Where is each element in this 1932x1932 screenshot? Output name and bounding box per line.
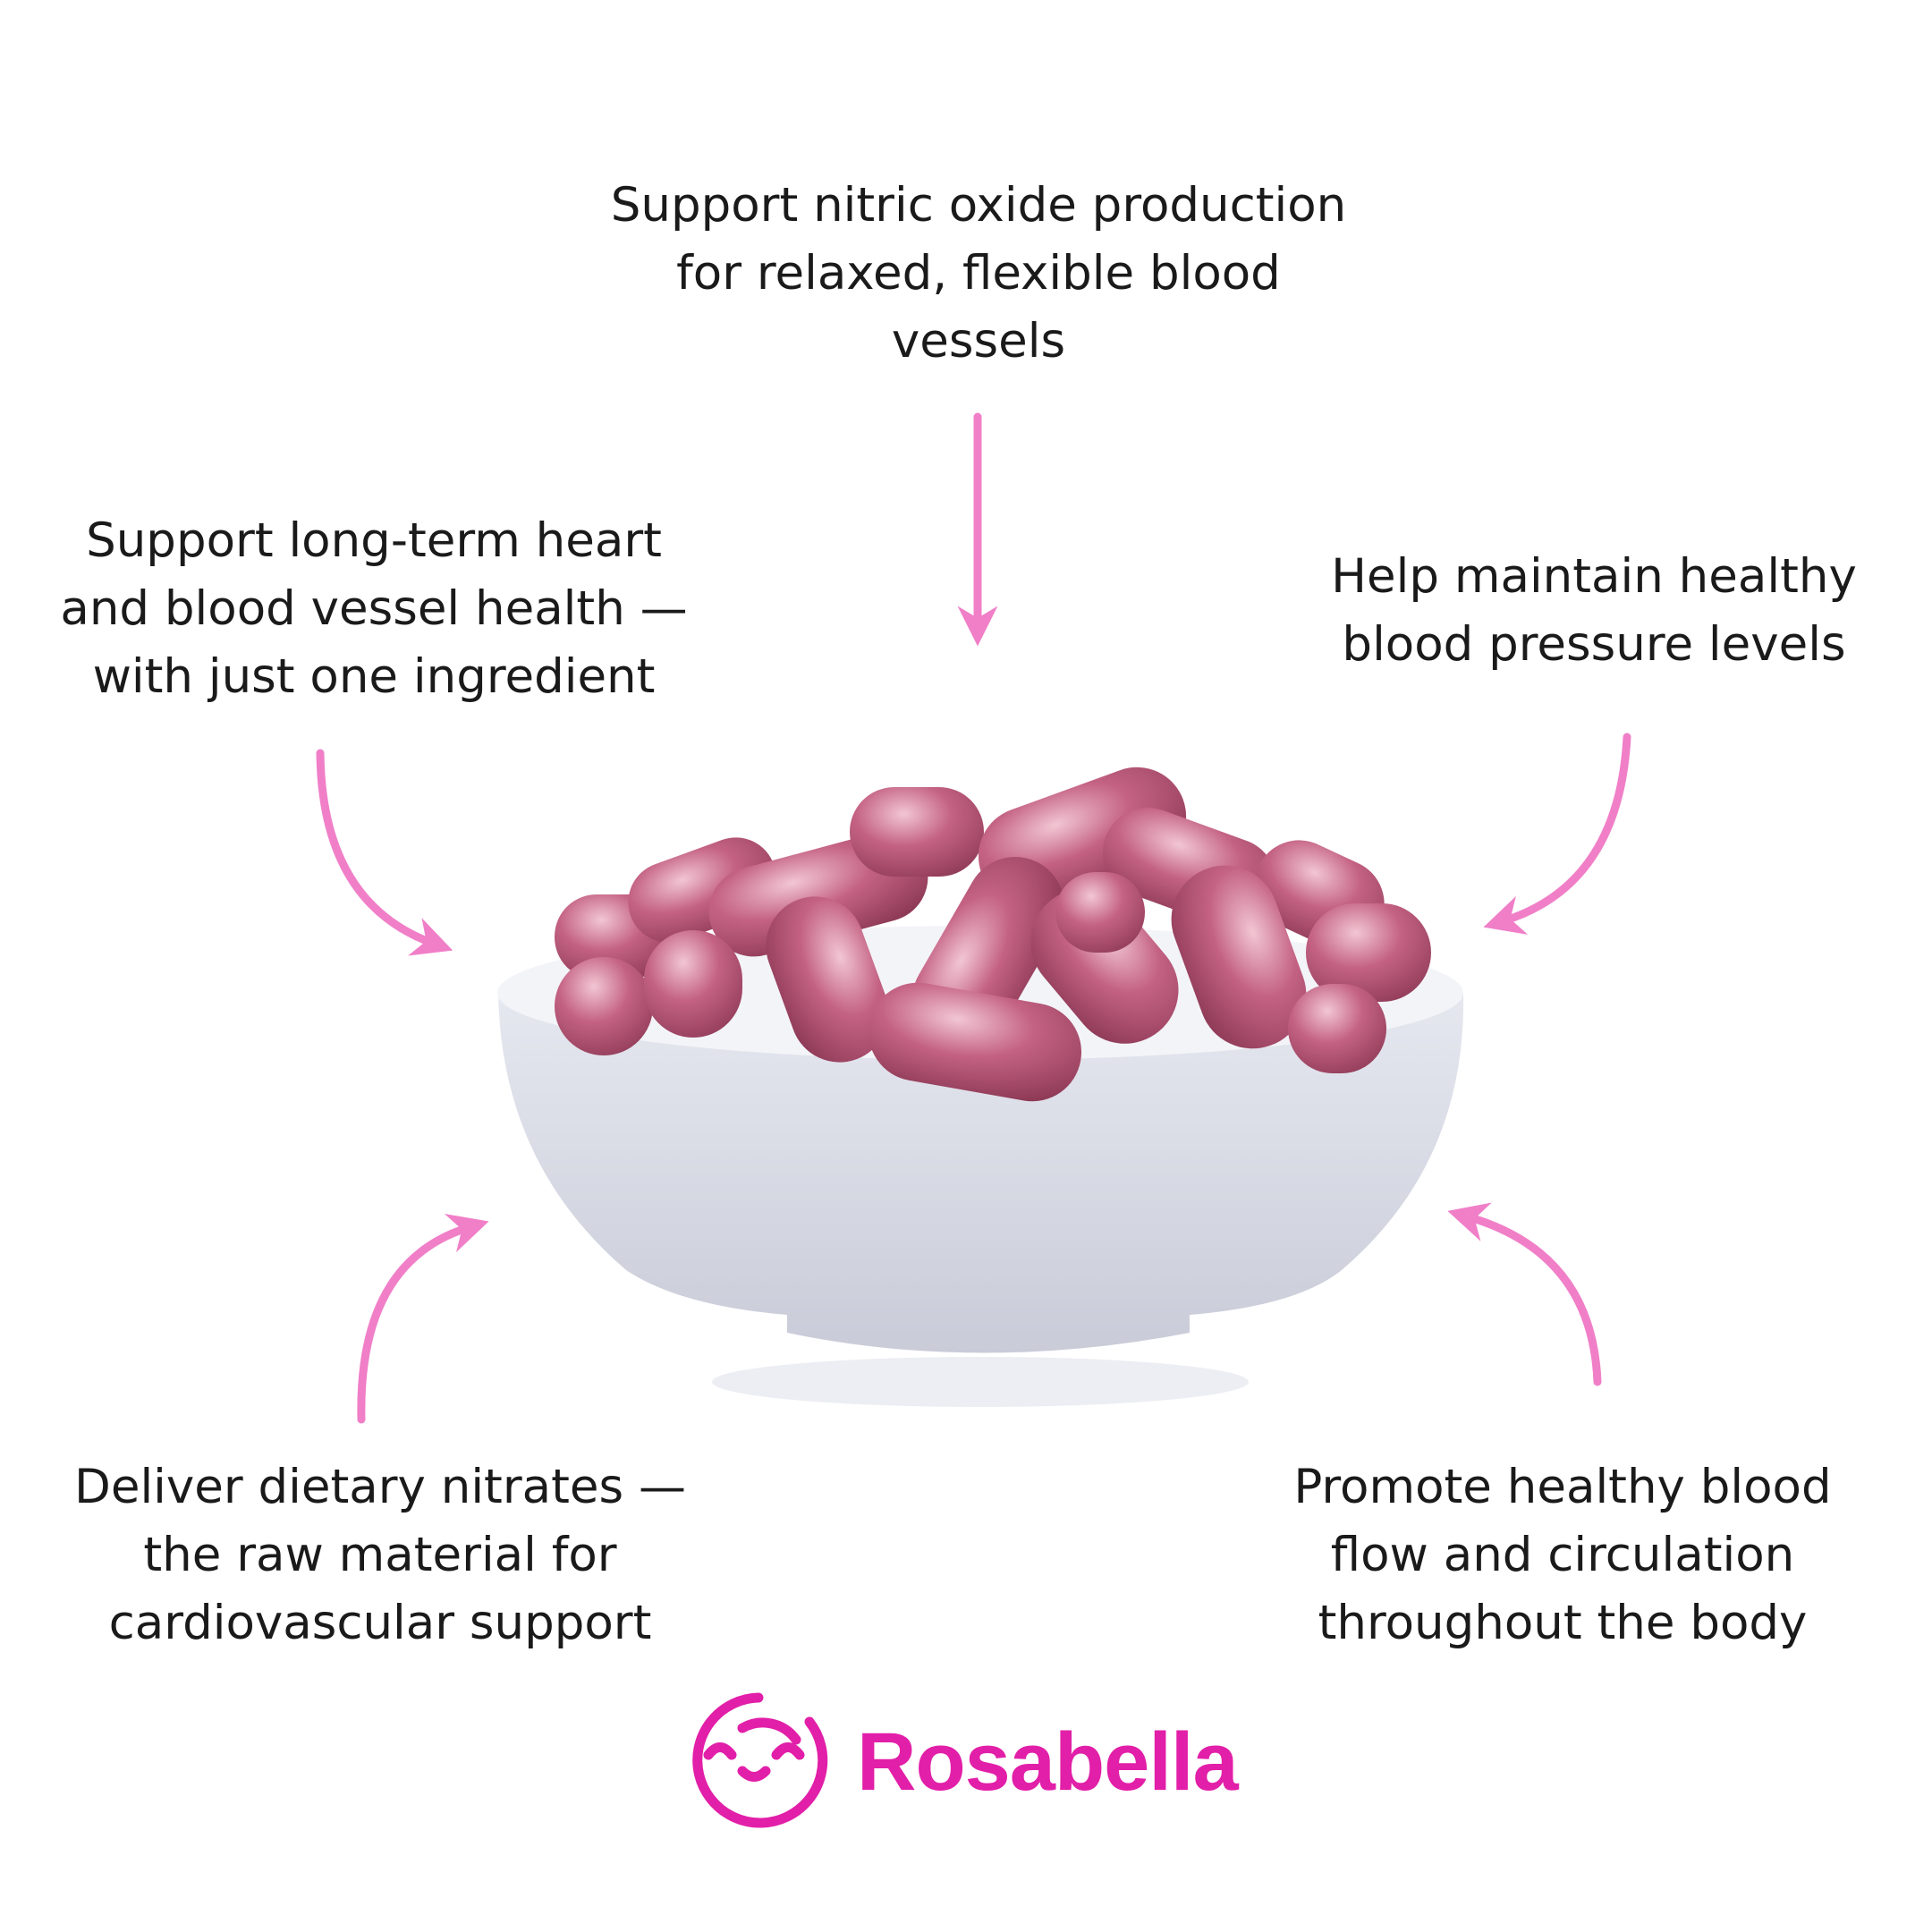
arrow-bottom-left xyxy=(357,1214,489,1424)
benefit-line: the raw material for xyxy=(143,1528,617,1582)
benefit-line: flow and circulation xyxy=(1330,1528,1795,1582)
benefit-line: Deliver dietary nitrates — xyxy=(74,1460,686,1514)
benefit-line: and blood vessel health — xyxy=(60,581,688,636)
benefit-line: with just one ingredient xyxy=(92,649,656,704)
benefit-line: for relaxed, flexible blood xyxy=(676,246,1281,301)
benefit-line: vessels xyxy=(891,314,1066,369)
benefit-top-left: Support long-term heart and blood vessel… xyxy=(60,507,687,711)
capsules xyxy=(555,767,1431,1102)
benefit-line: blood pressure levels xyxy=(1342,617,1846,672)
capsule-bowl xyxy=(497,767,1464,1407)
benefit-line: Support nitric oxide production xyxy=(610,178,1347,233)
benefit-bottom-left: Deliver dietary nitrates — the raw mater… xyxy=(74,1453,686,1657)
benefit-top-right: Help maintain healthy blood pressure lev… xyxy=(1331,543,1857,679)
benefit-line: throughout the body xyxy=(1318,1596,1808,1650)
benefit-line: cardiovascular support xyxy=(108,1596,652,1650)
arrow-top-left xyxy=(316,749,453,956)
brand-name: Rosabella xyxy=(857,1716,1239,1808)
benefit-top: Support nitric oxide production for rela… xyxy=(611,172,1347,376)
arrow-bottom-right xyxy=(1447,1202,1602,1386)
rosabella-logo-icon xyxy=(692,1692,828,1828)
benefit-line: Support long-term heart xyxy=(86,513,662,568)
benefit-line: Help maintain healthy xyxy=(1331,549,1857,604)
arrow-top-right xyxy=(1483,733,1631,935)
benefit-bottom-right: Promote healthy blood flow and circulati… xyxy=(1293,1453,1831,1657)
benefit-line: Promote healthy blood xyxy=(1293,1460,1832,1514)
arrows xyxy=(316,412,1631,1424)
